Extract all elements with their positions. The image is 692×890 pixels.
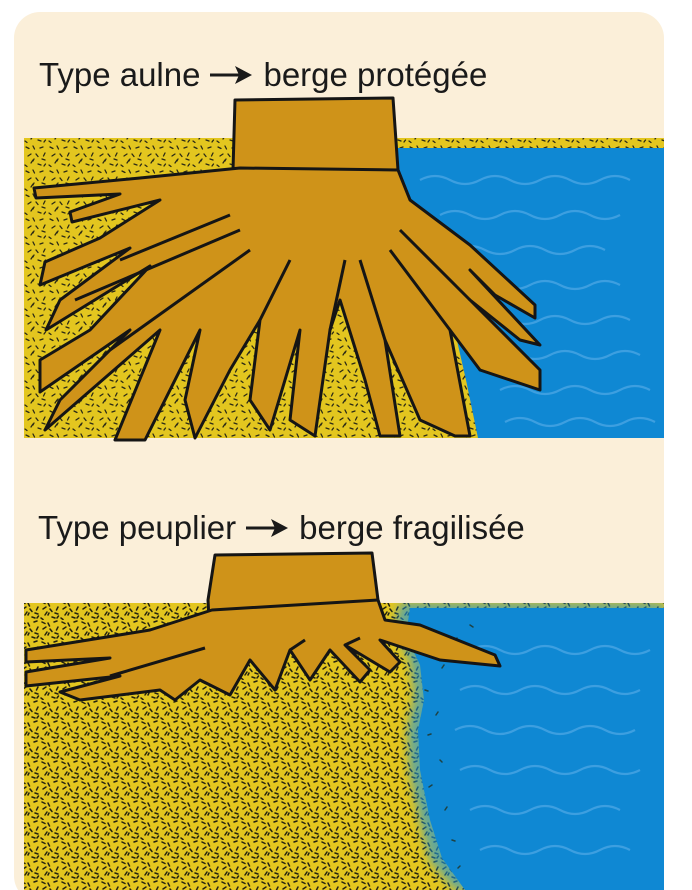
caption-poplar-type-label: Type peuplier (38, 511, 236, 544)
caption-alder: Type aulne berge protégée (39, 58, 692, 91)
caption-poplar: Type peuplier berge fragilisée (38, 511, 692, 544)
caption-poplar-result-label: berge fragilisée (299, 511, 525, 544)
caption-alder-result-label: berge protégée (263, 58, 487, 91)
right-arrow-icon (245, 516, 289, 540)
caption-alder-type-label: Type aulne (39, 58, 200, 91)
right-arrow-icon (209, 63, 253, 87)
